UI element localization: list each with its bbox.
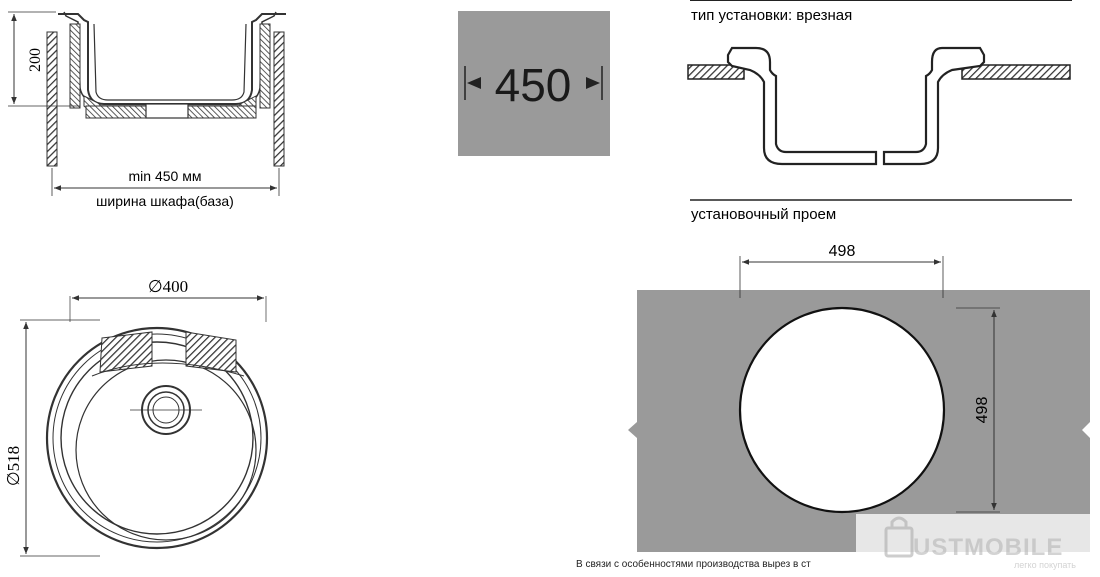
watermark-brand: USTMOBILE [913, 534, 1063, 561]
overflow-slots-left [99, 331, 153, 373]
cutout-hole [738, 306, 946, 514]
cutout-panel: установочный проем 498 498 [628, 206, 1090, 552]
watermark: USTMOBILE легко покупать [856, 514, 1100, 572]
section-view: 200 min 450 мм ширина шкафа(база) [8, 11, 286, 209]
outer-diameter-label: ∅518 [4, 446, 23, 486]
section-height-label: 200 [27, 48, 44, 72]
sink-profile-left [726, 46, 878, 166]
plan-view: ∅400 ∅518 [4, 277, 269, 557]
min-width-label: min 450 мм [129, 168, 202, 184]
footnote-text: В связи с особенностями производства выр… [576, 558, 811, 570]
sink-profile-right [882, 46, 986, 166]
inner-diameter-label: ∅400 [148, 277, 188, 296]
watermark-tagline: легко покупать [1014, 560, 1076, 570]
install-type-title: тип установки: врезная [691, 7, 852, 24]
cabinet-size-badge: 450 [458, 11, 610, 156]
cutout-width-label: 498 [829, 243, 856, 260]
shopping-bag-icon [884, 516, 914, 558]
cabinet-width-label: ширина шкафа(база) [96, 193, 234, 209]
cutout-title: установочный проем [691, 206, 836, 223]
install-type-panel: тип установки: врезная [687, 0, 1072, 201]
cabinet-size-value: 450 [495, 59, 572, 111]
cutout-height-label: 498 [974, 397, 991, 424]
overflow-slots-right [185, 331, 237, 373]
